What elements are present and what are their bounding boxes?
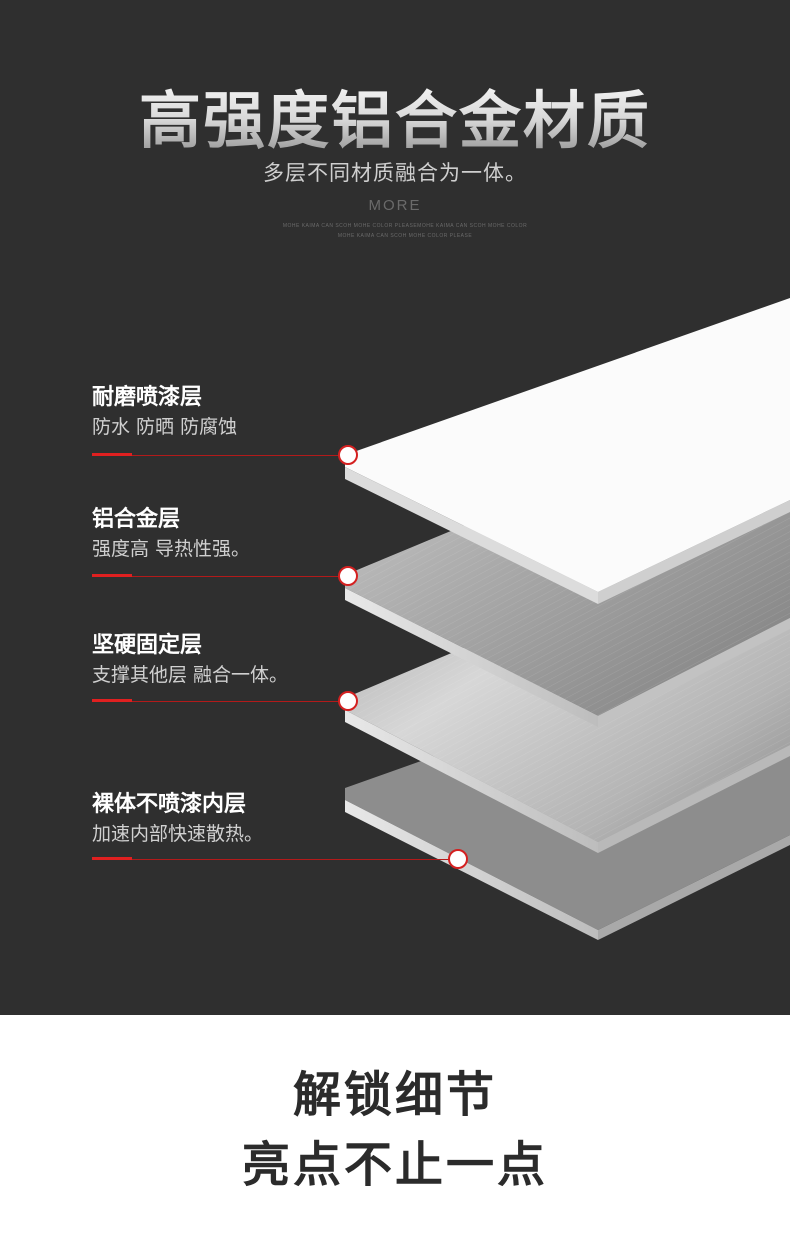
material-section: 高强度铝合金材质 多层不同材质融合为一体。 MORE MOHE KAIMA CA…	[0, 0, 790, 1015]
plate-paint-layer	[345, 298, 790, 604]
layer-description: 防水 防晒 防腐蚀	[92, 416, 238, 438]
marker-dot	[338, 691, 358, 711]
layer-description: 强度高 导热性强。	[92, 538, 251, 560]
layer-label-aluminum: 铝合金层 强度高 导热性强。	[92, 505, 250, 563]
page-title: 高强度铝合金材质	[0, 70, 790, 160]
footer-headline: 解锁细节	[292, 1067, 497, 1123]
layer-label-inner: 裸体不喷漆内层 加速内部快速散热。	[92, 790, 263, 848]
layer-title: 耐磨喷漆层	[92, 385, 203, 410]
leader-line	[132, 859, 449, 860]
leader-line	[132, 701, 339, 702]
marker-dot	[338, 566, 358, 586]
leader-line	[132, 576, 339, 577]
more-label: MORE	[368, 197, 422, 214]
layer-title: 铝合金层	[92, 507, 181, 532]
marker-dot	[448, 849, 468, 869]
layer-title: 坚硬固定层	[92, 633, 203, 658]
leader-line	[132, 455, 339, 456]
red-accent-bar	[92, 574, 132, 577]
page-subtitle: 多层不同材质融合为一体。	[263, 161, 527, 185]
decorative-small-text-2: MOHE KAIMA CAN SCOH MOHE COLOR PLEASE	[337, 233, 473, 239]
footer-subheadline: 亮点不止一点	[241, 1137, 548, 1193]
layer-title: 裸体不喷漆内层	[92, 792, 247, 817]
red-accent-bar	[92, 453, 132, 456]
marker-dot	[338, 445, 358, 465]
red-accent-bar	[92, 857, 132, 860]
decorative-small-text-1: MOHE KAIMA CAN SCOH MOHE COLOR PLEASEMOH…	[282, 223, 528, 229]
layer-label-paint: 耐磨喷漆层 防水 防晒 防腐蚀	[92, 383, 237, 441]
layer-description: 支撑其他层 融合一体。	[92, 664, 289, 686]
layered-plates-illustration	[345, 298, 790, 940]
red-accent-bar	[92, 699, 132, 702]
layer-description: 加速内部快速散热。	[92, 823, 264, 845]
layer-label-fixing: 坚硬固定层 支撑其他层 融合一体。	[92, 631, 288, 689]
